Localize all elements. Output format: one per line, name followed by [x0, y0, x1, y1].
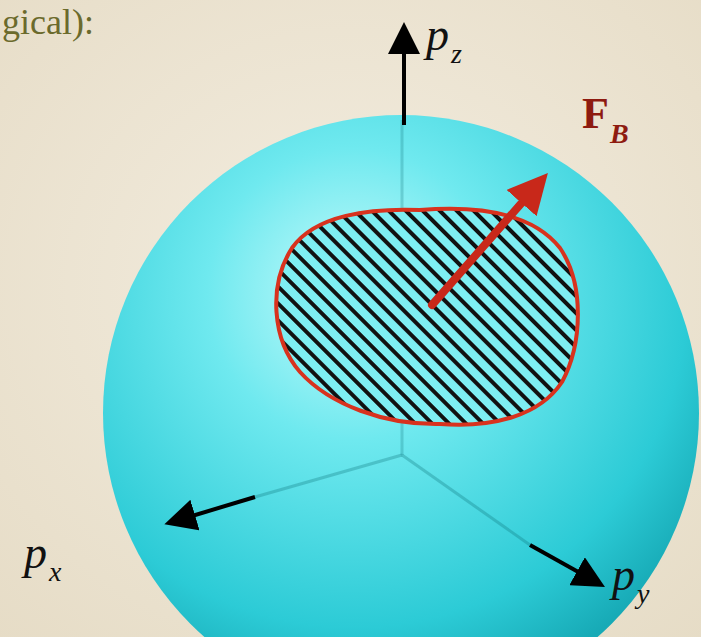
force-arrow: [432, 182, 540, 305]
axis-arrow: [172, 497, 255, 522]
heading-fragment: gical):: [2, 4, 94, 40]
axis-subscript: x: [49, 558, 61, 586]
hatched-patch: [276, 209, 578, 425]
axis-subscript: y: [637, 580, 649, 608]
axis-label: p: [426, 12, 449, 58]
axis-inner: [402, 455, 530, 545]
axis-subscript: z: [451, 40, 462, 68]
force-subscript: B: [610, 120, 629, 148]
axis-arrow: [402, 30, 406, 125]
axis-inner: [255, 455, 402, 497]
axis-label: p: [24, 530, 47, 576]
sphere: [103, 115, 699, 637]
axis-label: p: [612, 552, 635, 598]
force-label: F: [582, 92, 609, 136]
axis-arrow: [530, 545, 598, 583]
